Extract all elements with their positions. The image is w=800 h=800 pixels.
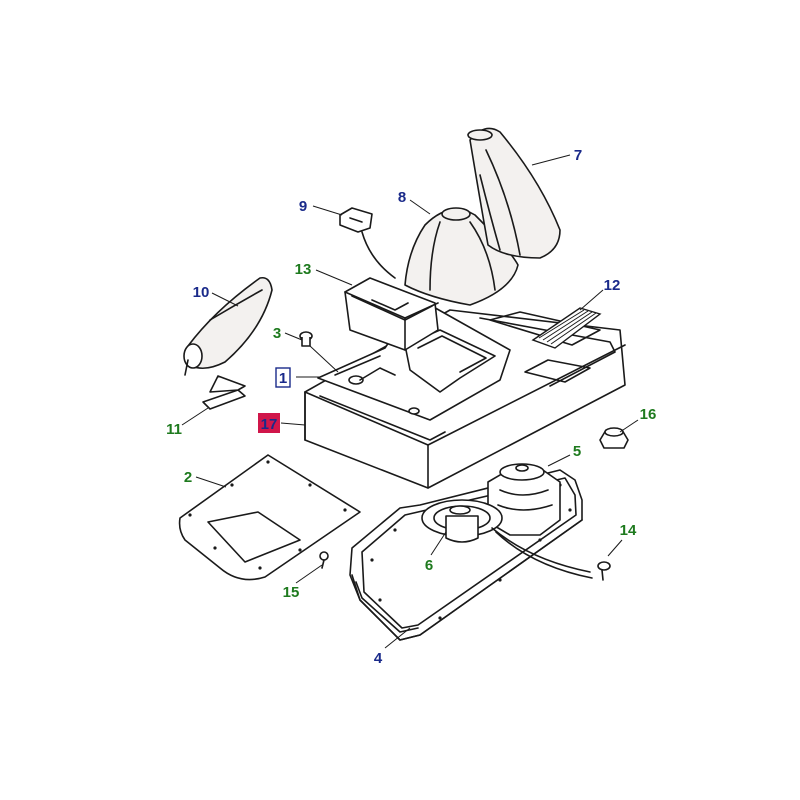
part-16-grommet[interactable]	[599, 427, 629, 449]
callout-9-label[interactable]: 9	[299, 198, 307, 215]
callout-17-label: 17	[261, 416, 278, 433]
callout-8-label[interactable]: 8	[398, 189, 406, 206]
part-15-screw[interactable]	[319, 551, 329, 569]
callout-13-label[interactable]: 13	[295, 261, 312, 278]
part-5-gaiter[interactable]	[487, 463, 561, 536]
part-14-screw[interactable]	[597, 561, 611, 581]
callout-14-label[interactable]: 14	[620, 522, 637, 539]
callout-1[interactable]: 1	[275, 367, 291, 388]
callout-17[interactable]: 17	[258, 413, 280, 433]
part-2-floor-panel[interactable]	[178, 454, 361, 581]
part-11-pad[interactable]	[202, 375, 246, 410]
part-13-storage-bin[interactable]	[344, 277, 439, 351]
callout-1-label: 1	[279, 370, 287, 387]
part-10-handbrake-grip[interactable]	[183, 276, 273, 376]
callout-16-label[interactable]: 16	[640, 406, 657, 423]
callout-6-label[interactable]: 6	[425, 557, 433, 574]
callout-7-label[interactable]: 7	[574, 147, 582, 164]
callout-2-label[interactable]: 2	[184, 469, 192, 486]
part-9-clip[interactable]	[339, 207, 396, 279]
callout-4-label[interactable]: 4	[374, 650, 383, 667]
part-6-gaiter-ring[interactable]	[421, 499, 593, 579]
callout-12-label[interactable]: 12	[604, 277, 621, 294]
part-3-plug[interactable]	[299, 331, 339, 373]
callout-11-label[interactable]: 11	[166, 421, 182, 438]
callout-15-label[interactable]: 15	[283, 584, 300, 601]
callout-10-label[interactable]: 10	[193, 284, 210, 301]
callout-5-label[interactable]: 5	[573, 443, 581, 460]
leader-lines	[181, 154, 639, 649]
part-12-ribbed-mat[interactable]	[531, 307, 602, 349]
part-7-tall-gaiter[interactable]	[467, 127, 561, 259]
callout-3-label[interactable]: 3	[273, 325, 281, 342]
